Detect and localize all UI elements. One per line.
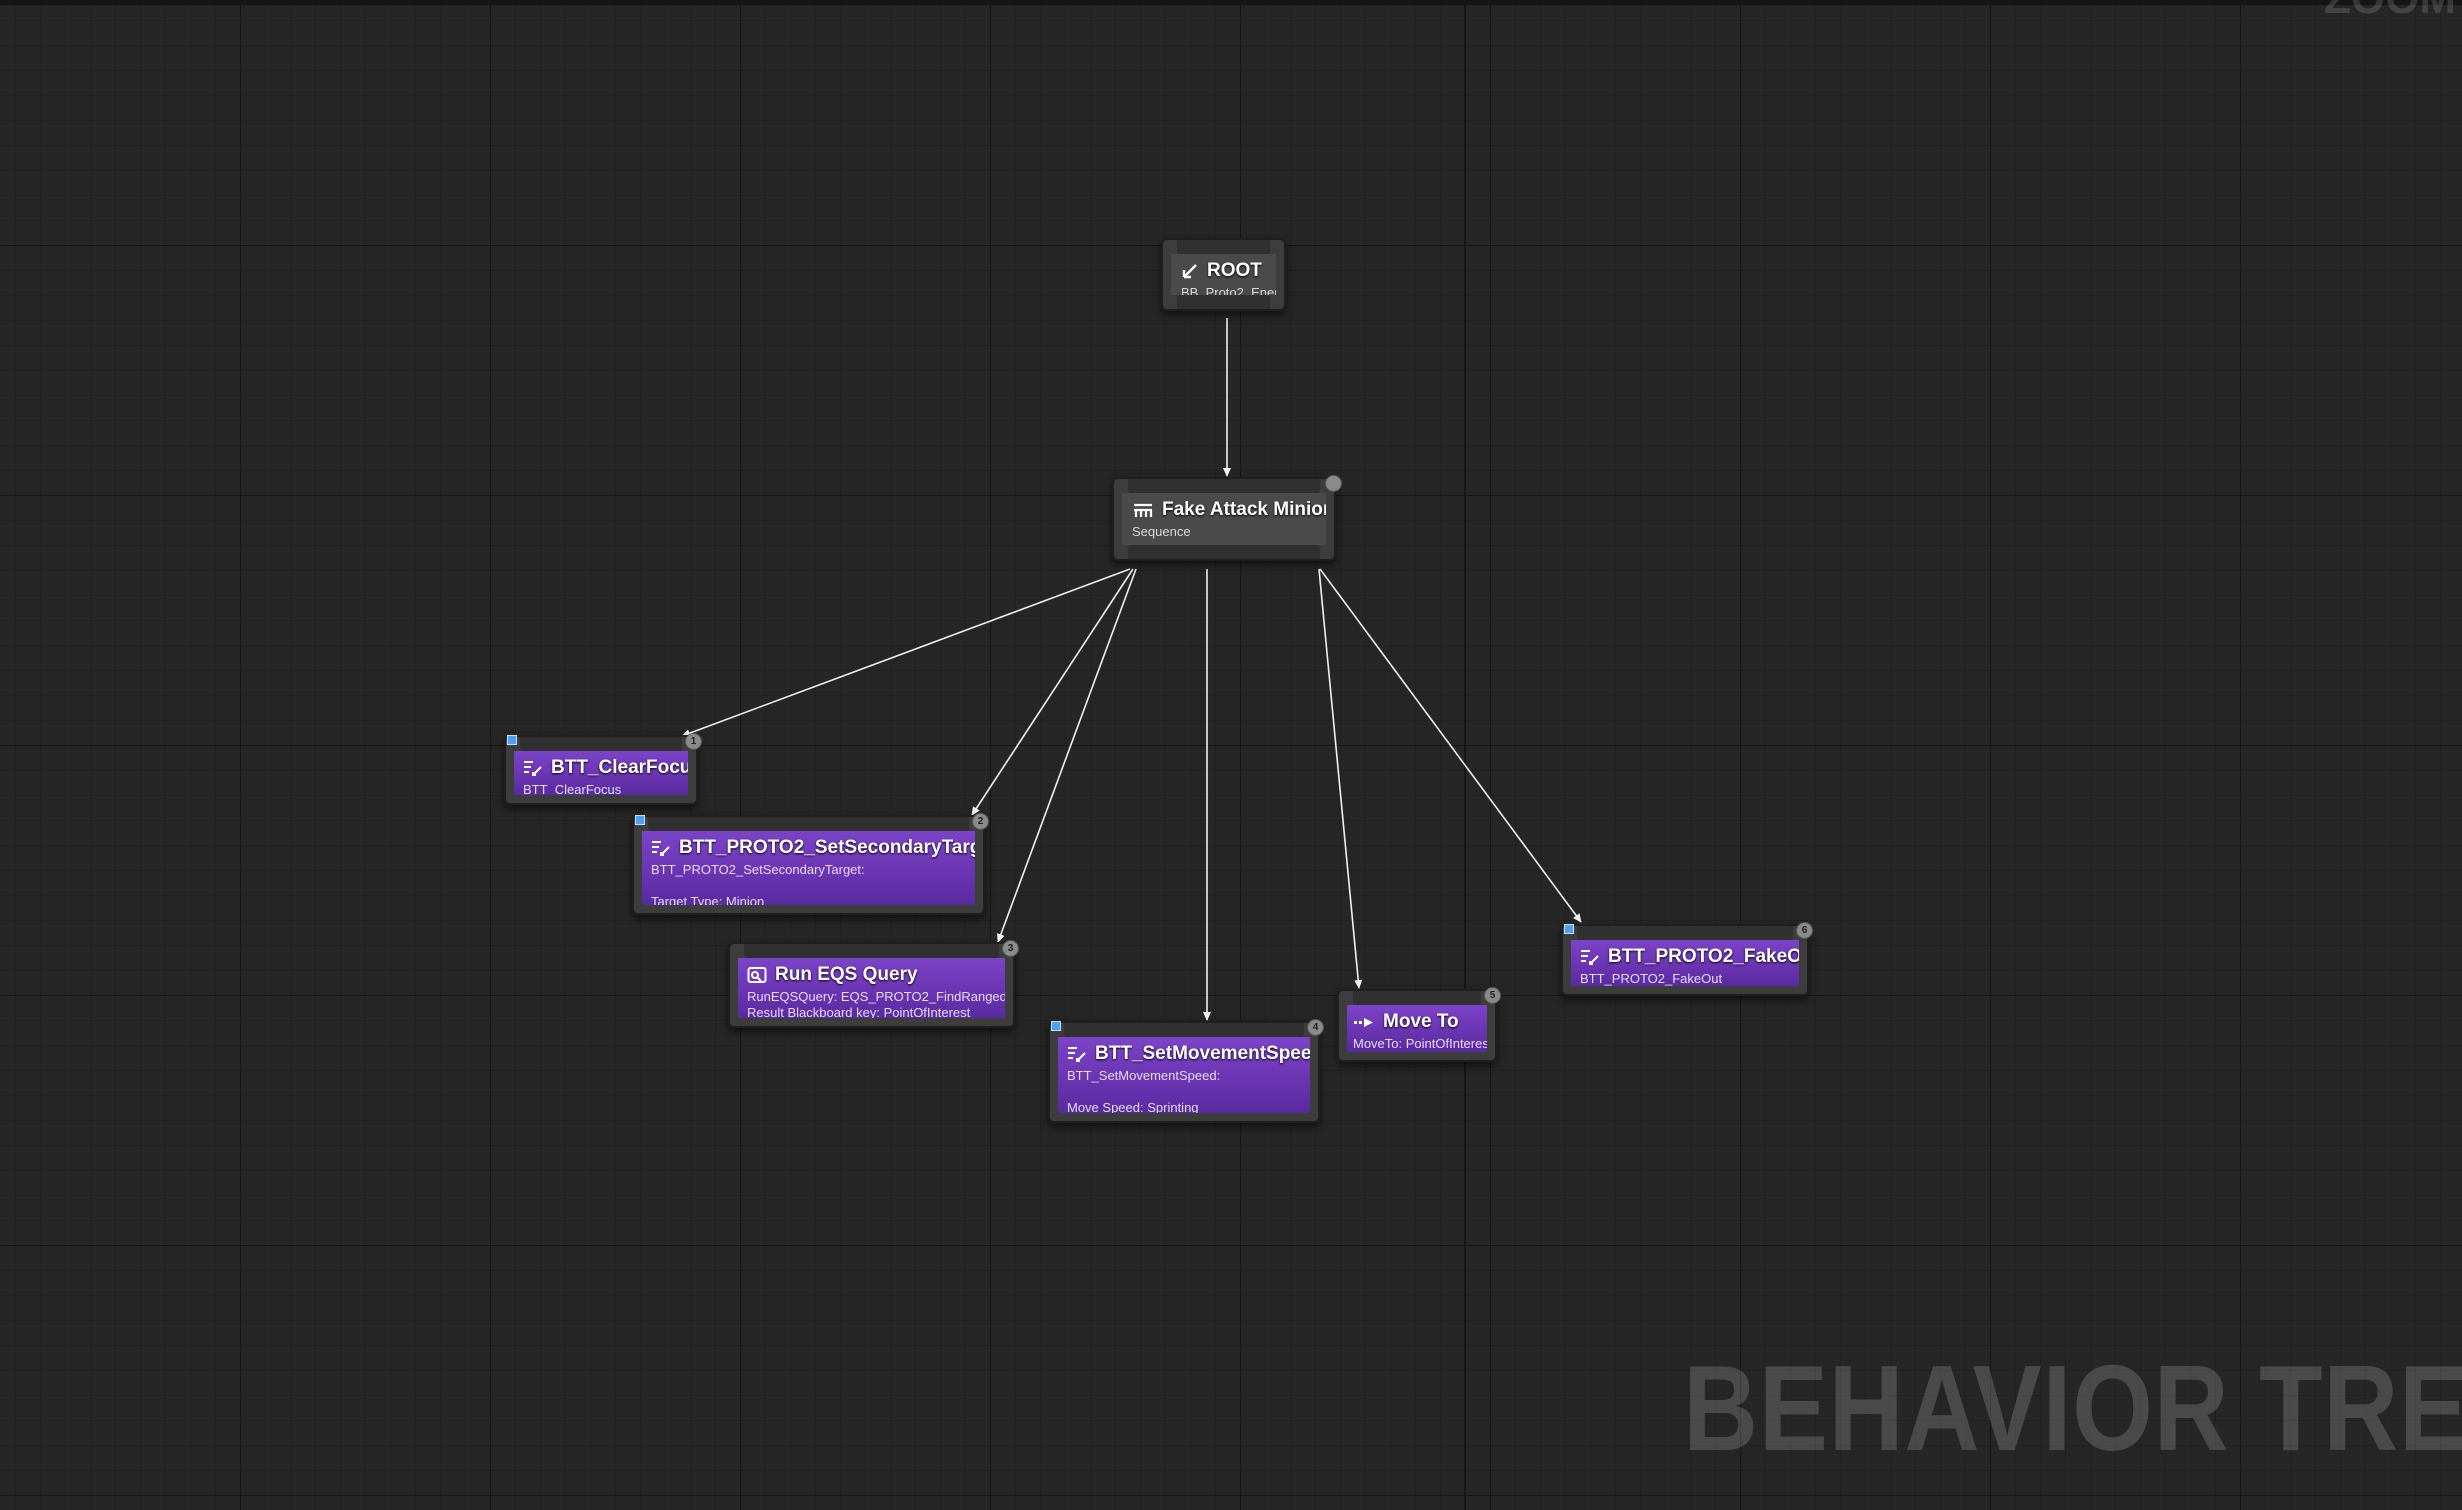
- set-movement-speed-description: BTT_SetMovementSpeed:: [1067, 1068, 1221, 1083]
- wire-to-clear-focus: [681, 568, 1131, 737]
- fake-out-node[interactable]: BTT_PROTO2_FakeOut BTT_PROTO2_FakeOut 6: [1561, 922, 1813, 996]
- task-icon: [1581, 950, 1599, 965]
- wire-to-set-secondary-target: [971, 568, 1134, 816]
- set-secondary-target-index-badge: 2: [972, 813, 989, 830]
- sequence-output-pin[interactable]: [1128, 545, 1320, 559]
- set-movement-speed-node[interactable]: BTT_SetMovementSpeed BTT_SetMovementSpee…: [1048, 1019, 1324, 1123]
- sequence-type: Sequence: [1132, 524, 1191, 539]
- sequence-icon: [1134, 503, 1153, 517]
- run-eqs-input-pin[interactable]: [744, 944, 999, 958]
- clear-focus-node[interactable]: BTT_ClearFocus BTT_ClearFocus 1: [504, 733, 702, 805]
- clear-focus-input-pin[interactable]: [520, 737, 682, 751]
- set-movement-speed-input-pin[interactable]: [1064, 1023, 1304, 1037]
- move-to-node[interactable]: Move To MoveTo: PointOfInterest 5: [1337, 987, 1501, 1062]
- set-movement-speed-title: BTT_SetMovementSpeed: [1095, 1043, 1310, 1064]
- sequence-title: Fake Attack Minion: [1162, 499, 1326, 520]
- root-blackboard: BB_Proto2_Enemy: [1181, 285, 1276, 295]
- clear-focus-description: BTT_ClearFocus: [523, 782, 622, 795]
- fake-out-description: BTT_PROTO2_FakeOut: [1580, 971, 1723, 986]
- root-output-pin[interactable]: [1177, 295, 1270, 309]
- fake-out-input-pin[interactable]: [1577, 926, 1793, 940]
- zoom-label: ZOOM: [2324, 0, 2456, 24]
- task-icon: [524, 761, 542, 776]
- sequence-node[interactable]: Fake Attack Minion Sequence: [1112, 475, 1342, 561]
- set-movement-speed-index-badge: 4: [1307, 1019, 1324, 1036]
- run-eqs-result-key: Result Blackboard key: PointOfInterest: [747, 1005, 971, 1018]
- clear-focus-breakpoint-flag: [507, 735, 517, 745]
- set-secondary-target-breakpoint-flag: [635, 815, 645, 825]
- root-input-pin: [1177, 240, 1270, 254]
- wire-to-move-to: [1318, 568, 1363, 989]
- root-icon: [1182, 264, 1197, 279]
- move-to-index-badge: 5: [1484, 987, 1501, 1004]
- task-icon: [652, 841, 670, 856]
- clear-focus-index-badge: 1: [685, 733, 702, 750]
- set-secondary-target-input-pin[interactable]: [648, 817, 969, 831]
- set-secondary-target-node[interactable]: BTT_PROTO2_SetSecondaryTarget BTT_PROTO2…: [632, 813, 989, 915]
- top-toolbar-edge: [0, 0, 2462, 5]
- eqs-icon: [747, 967, 767, 983]
- fake-out-title: BTT_PROTO2_FakeOut: [1608, 946, 1799, 967]
- graph-origin-axis: [1464, 0, 1466, 1510]
- wire-to-run-eqs: [997, 568, 1137, 943]
- sequence-index-badge: [1325, 475, 1342, 492]
- run-eqs-query-name: RunEQSQuery: EQS_PROTO2_FindRangedSpot: [747, 989, 1005, 1004]
- set-secondary-target-title: BTT_PROTO2_SetSecondaryTarget: [679, 837, 975, 858]
- behavior-tree-watermark: BEHAVIOR TREE: [1683, 1340, 2462, 1476]
- move-to-target: MoveTo: PointOfInterest: [1353, 1036, 1487, 1051]
- move-to-input-pin[interactable]: [1353, 991, 1481, 1005]
- fake-out-index-badge: 6: [1796, 922, 1813, 939]
- set-secondary-target-description: BTT_PROTO2_SetSecondaryTarget:: [651, 862, 865, 877]
- task-icon: [1068, 1047, 1086, 1062]
- root-node[interactable]: ROOT BB_Proto2_Enemy: [1161, 238, 1286, 311]
- root-title: ROOT: [1207, 260, 1262, 281]
- run-eqs-title: Run EQS Query: [775, 964, 918, 985]
- set-movement-speed-breakpoint-flag: [1051, 1021, 1061, 1031]
- run-eqs-query-node[interactable]: Run EQS Query RunEQSQuery: EQS_PROTO2_Fi…: [728, 940, 1019, 1028]
- set-movement-speed-value: Move Speed: Sprinting: [1067, 1100, 1199, 1113]
- fake-out-breakpoint-flag: [1564, 924, 1574, 934]
- move-to-icon: [1354, 1018, 1373, 1027]
- clear-focus-title: BTT_ClearFocus: [551, 757, 688, 778]
- wire-to-fake-out: [1319, 568, 1582, 923]
- sequence-input-pin[interactable]: [1128, 479, 1320, 493]
- run-eqs-index-badge: 3: [1002, 940, 1019, 957]
- set-secondary-target-target-type: Target Type: Minion: [651, 894, 765, 905]
- move-to-title: Move To: [1383, 1011, 1459, 1032]
